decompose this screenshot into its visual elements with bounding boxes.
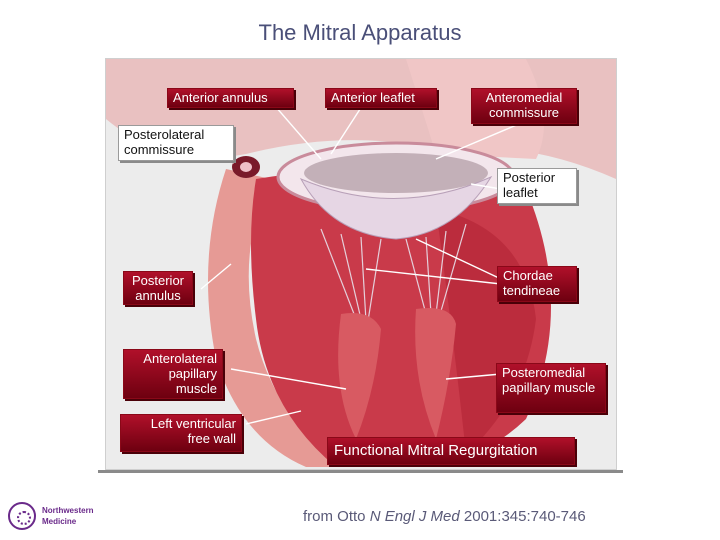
mitral-orifice bbox=[304, 153, 488, 193]
label-posteromedial-papillary-muscle: Posteromedial papillary muscle bbox=[496, 363, 606, 413]
citation-journal: N Engl J Med bbox=[369, 508, 460, 525]
label-posterolateral-commissure: Posterolateral commissure bbox=[118, 125, 234, 161]
label-posterior-leaflet: Posterior leaflet bbox=[497, 168, 577, 204]
pointer-lines bbox=[180, 98, 527, 425]
label-anteromedial-commissure: Anteromedial commissure bbox=[471, 88, 577, 124]
university-seal-icon bbox=[8, 502, 36, 530]
label-chordae-tendineae: Chordae tendineae bbox=[497, 266, 577, 302]
logo-line-2: Medicine bbox=[42, 517, 77, 526]
citation-suffix: 2001:345:740-746 bbox=[459, 508, 586, 525]
anterolateral-papillary bbox=[338, 313, 381, 439]
logo-line-1: Northwestern bbox=[42, 506, 94, 515]
label-anterolateral-papillary-muscle: Anterolateral papillary muscle bbox=[123, 349, 223, 399]
label-anterior-annulus: Anterior annulus bbox=[167, 88, 294, 108]
ventricle-free-wall bbox=[208, 169, 346, 467]
posteromedial-papillary bbox=[415, 308, 456, 439]
anterior-leaflet-shape bbox=[299, 175, 493, 240]
label-anterior-leaflet: Anterior leaflet bbox=[325, 88, 437, 108]
label-functional-mitral-regurgitation: Functional Mitral Regurgitation bbox=[327, 437, 575, 465]
chordae bbox=[320, 223, 467, 322]
divider-line bbox=[98, 470, 623, 473]
label-posterior-annulus: Posterior annulus bbox=[123, 271, 193, 305]
northwestern-medicine-logo: Northwestern Medicine bbox=[8, 502, 100, 532]
citation: from Otto N Engl J Med 2001:345:740-746 bbox=[303, 508, 586, 525]
citation-prefix: from Otto bbox=[303, 508, 370, 525]
label-left-ventricular-free-wall: Left ventricular free wall bbox=[120, 414, 242, 452]
page-title: The Mitral Apparatus bbox=[258, 20, 462, 45]
